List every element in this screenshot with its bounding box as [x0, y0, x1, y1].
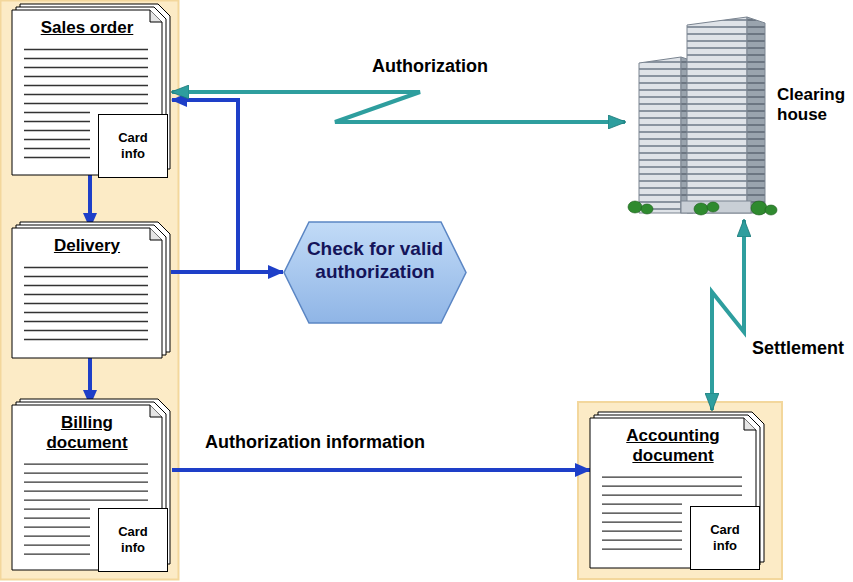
- text-line: [24, 463, 148, 464]
- text-line: [24, 103, 148, 104]
- text-line: [24, 130, 90, 131]
- accounting-panel: [578, 402, 782, 579]
- text-line: [24, 535, 90, 536]
- document-title: Accounting document: [598, 426, 748, 465]
- text-line: [24, 321, 148, 322]
- edge-label: Settlement: [752, 338, 844, 359]
- text-line: [24, 157, 90, 158]
- clearing-house-label: Clearing house: [777, 85, 849, 126]
- text-line: [24, 508, 90, 509]
- text-line: [24, 276, 148, 277]
- page-fold: [150, 405, 162, 417]
- text-line: [602, 530, 682, 531]
- front-page: [12, 10, 162, 175]
- text-line: [24, 76, 148, 77]
- text-line: [24, 49, 148, 50]
- flow-arrow: [88, 175, 92, 228]
- document-title: Delivery: [20, 236, 154, 256]
- text-line: [24, 94, 148, 95]
- text-line: [24, 544, 90, 545]
- front-page: [590, 418, 756, 568]
- text-line: [24, 58, 148, 59]
- building-illustration: [625, 15, 775, 220]
- card-info-text: Card info: [113, 130, 153, 163]
- document-stack: Billing documentCard info: [12, 405, 162, 570]
- document-stack: Accounting documentCard info: [590, 418, 756, 568]
- decision-hexagon: Check for valid authorization: [283, 221, 467, 324]
- text-line: [24, 481, 148, 482]
- text-line: [24, 121, 90, 122]
- text-line: [602, 548, 682, 549]
- text-line: [24, 517, 90, 518]
- text-line: [602, 485, 742, 486]
- edge-label: Authorization: [372, 56, 488, 77]
- text-line: [602, 503, 682, 504]
- text-line: [602, 494, 742, 495]
- document-title: Sales order: [20, 18, 154, 38]
- text-line: [24, 490, 148, 491]
- text-line: [602, 521, 682, 522]
- text-line: [24, 499, 148, 500]
- left-panel: [1, 1, 179, 580]
- text-line: [602, 476, 742, 477]
- text-line: [24, 139, 90, 140]
- page-fold: [744, 418, 756, 430]
- text-line: [24, 148, 90, 149]
- text-line: [24, 285, 148, 286]
- front-page: [12, 228, 162, 358]
- text-line: [24, 339, 148, 340]
- text-line: [24, 330, 148, 331]
- text-line: [24, 303, 148, 304]
- edge-label: Authorization information: [205, 432, 425, 453]
- card-info-box: Card info: [98, 114, 168, 178]
- text-line: [24, 294, 148, 295]
- text-line: [24, 267, 148, 268]
- hexagon-text: Check for valid authorization: [300, 238, 450, 284]
- text-line: [24, 526, 90, 527]
- flow-arrow: [172, 468, 590, 472]
- flow-arrow: [88, 358, 92, 405]
- card-info-text: Card info: [113, 524, 153, 557]
- text-line: [602, 512, 682, 513]
- text-line: [24, 472, 148, 473]
- lightning-connector: [712, 220, 744, 410]
- page-fold: [150, 10, 162, 22]
- text-line: [24, 553, 90, 554]
- page-fold: [150, 228, 162, 240]
- text-line: [24, 112, 90, 113]
- front-page: [12, 405, 162, 570]
- text-line: [24, 312, 148, 313]
- clearing-house: Clearing house: [625, 15, 851, 220]
- text-line: [602, 539, 682, 540]
- document-title: Billing document: [20, 413, 154, 452]
- lightning-connector: [172, 92, 625, 122]
- document-stack: Sales orderCard info: [12, 10, 162, 175]
- card-info-box: Card info: [98, 508, 168, 572]
- card-info-text: Card info: [705, 522, 745, 555]
- card-info-box: Card info: [690, 506, 760, 570]
- document-stack: Delivery: [12, 228, 162, 358]
- text-line: [24, 67, 148, 68]
- text-line: [24, 85, 148, 86]
- flow-arrow: [171, 100, 238, 272]
